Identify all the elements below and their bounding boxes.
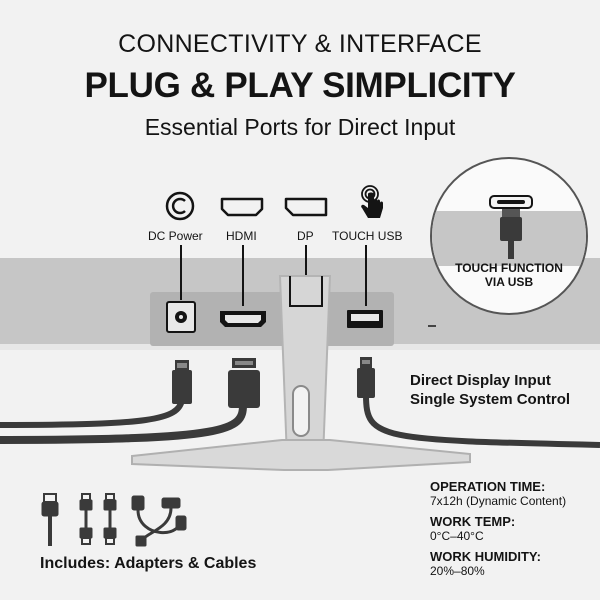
status-indicator: [428, 325, 436, 327]
touch-hand-icon: [356, 184, 388, 222]
hdmi-icon: [219, 196, 265, 218]
side-note: Direct Display Input Single System Contr…: [410, 371, 570, 409]
dc-power-icon: [160, 190, 200, 224]
spec-operation-time: OPERATION TIME: 7x12h (Dynamic Content): [430, 479, 567, 509]
touch-callout: TOUCH FUNCTION VIA USB: [430, 157, 588, 315]
spec-value: 0°C–40°C: [430, 529, 484, 543]
displayport-icon: [283, 196, 329, 218]
port-label-dc-power: DC Power: [148, 229, 203, 243]
side-note-line-2: Single System Control: [410, 391, 571, 408]
port-panel: [150, 292, 394, 346]
spec-work-humidity: WORK HUMIDITY: 20%–80%: [430, 549, 541, 579]
usb-connector-icon: [489, 195, 533, 259]
spec-label: WORK TEMP:: [430, 514, 516, 529]
spec-label: OPERATION TIME:: [430, 479, 546, 494]
spec-label: WORK HUMIDITY:: [430, 549, 541, 564]
port-label-touch-usb: TOUCH USB: [332, 229, 403, 243]
port-label-hdmi: HDMI: [226, 229, 257, 243]
header-title: PLUG & PLAY SIMPLICITY: [84, 66, 516, 105]
side-note-line-1: Direct Display Input: [410, 372, 551, 389]
spec-value: 20%–80%: [430, 564, 485, 578]
port-label-dp: DP: [297, 229, 314, 243]
callout-line-2: VIA USB: [484, 275, 534, 289]
spec-value: 7x12h (Dynamic Content): [430, 494, 567, 508]
header-kicker: CONNECTIVITY & INTERFACE: [118, 30, 482, 58]
accessories-icon: [41, 493, 187, 547]
header-subtitle: Essential Ports for Direct Input: [144, 114, 456, 140]
includes-text: Includes: Adapters & Cables: [40, 555, 257, 572]
spec-work-temp: WORK TEMP: 0°C–40°C: [430, 514, 516, 544]
callout-line-1: TOUCH FUNCTION: [455, 261, 563, 275]
